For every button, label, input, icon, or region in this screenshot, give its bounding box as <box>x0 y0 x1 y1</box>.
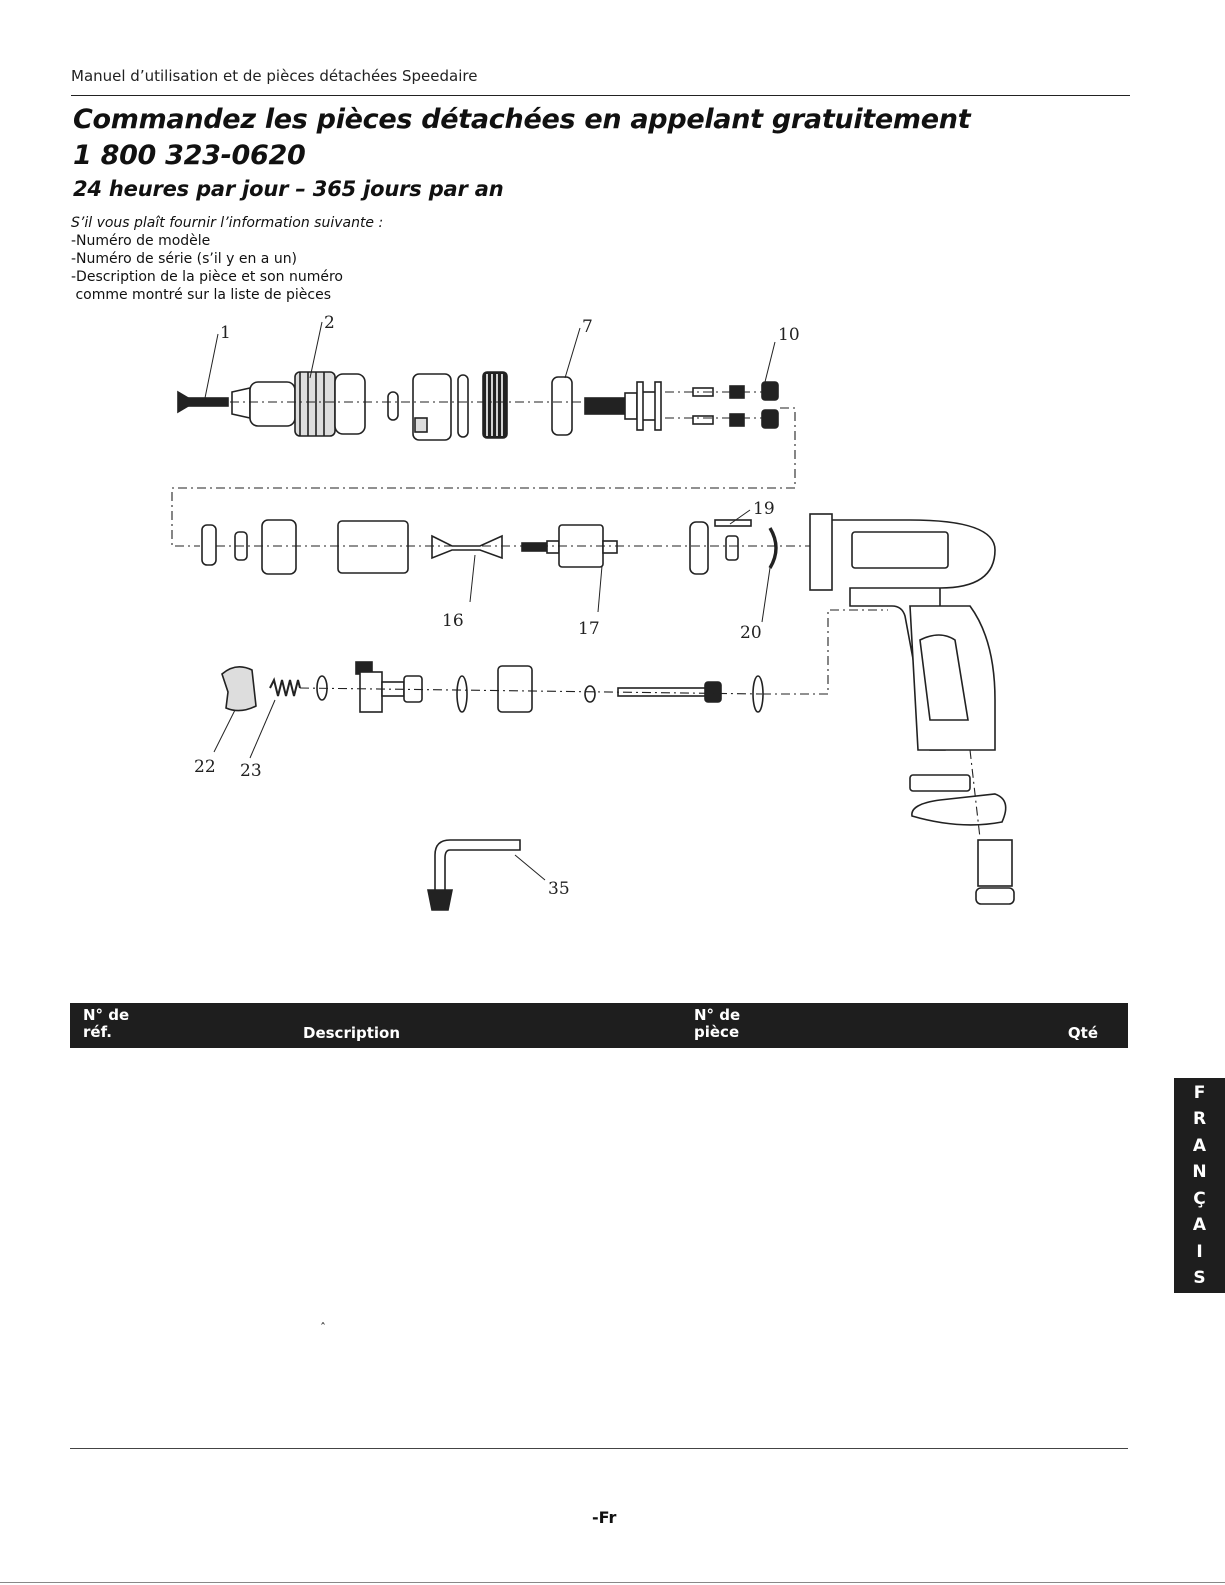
pin-part <box>714 519 752 527</box>
language-tab-letter: Ç <box>1193 1188 1206 1209</box>
threaded-ring-part <box>482 371 508 439</box>
callout-label: 17 <box>578 619 600 639</box>
chuck-part <box>231 371 366 437</box>
column-header-quantity: Qté <box>1067 1024 1098 1042</box>
page-number: -Fr <box>592 1508 617 1527</box>
page-title: Commandez les pièces détachées en appela… <box>73 102 971 174</box>
rear-spacer-part <box>725 535 739 561</box>
language-tab-letter: A <box>1192 1215 1207 1235</box>
spring-part <box>269 677 301 697</box>
column-header-ref-line1: N° de <box>83 1006 130 1024</box>
callout-label: 16 <box>442 611 464 631</box>
language-tab-letter: N <box>1192 1162 1207 1182</box>
callout-label: 22 <box>194 757 216 777</box>
valve-part <box>355 661 423 713</box>
ring-part <box>457 374 469 438</box>
info-lead: S’il vous plaît fournir l’information su… <box>71 215 384 231</box>
screw-part <box>177 390 229 414</box>
callout-label: 20 <box>740 623 762 643</box>
spindle-part <box>584 381 662 431</box>
vane-set-part <box>431 534 503 560</box>
trigger-part <box>221 666 257 712</box>
washer-part <box>387 391 399 421</box>
language-tab-letter: S <box>1193 1268 1206 1288</box>
callout-label: 23 <box>240 761 262 781</box>
page-edge-rule <box>0 1582 1225 1583</box>
info-item: -Numéro de série (s’il y en a un) <box>71 251 298 267</box>
end-plate-part <box>261 519 297 575</box>
title-line-1: Commandez les pièces détachées en appela… <box>73 104 971 135</box>
info-block: S’il vous plaît fournir l’information su… <box>71 214 383 304</box>
assembly-path <box>299 687 763 695</box>
bearing-part <box>551 376 573 436</box>
cylinder-part <box>337 520 409 574</box>
exploded-parts-diagram: 1 2 7 10 19 16 17 20 22 23 35 <box>171 313 1015 911</box>
column-header-ref: N° de réf. <box>83 1007 129 1041</box>
language-tab-letter: F <box>1193 1082 1206 1103</box>
language-tab-letter: A <box>1192 1135 1207 1156</box>
gear-housing-part <box>412 373 452 441</box>
leader-lines <box>204 321 776 881</box>
language-tab-letter: R <box>1192 1109 1207 1129</box>
callout-label: 2 <box>324 313 335 333</box>
column-header-part-number: N° de pièce <box>694 1007 740 1041</box>
parts-table-header: N° de réf. Description N° de pièce Qté <box>70 1003 1128 1048</box>
o-ring-part <box>584 685 596 703</box>
page-subtitle: 24 heures par jour – 365 jours par an <box>73 177 504 201</box>
rear-bearing-part <box>689 521 709 575</box>
column-header-part-line2: pièce <box>694 1023 740 1041</box>
tool-housing <box>809 513 1015 905</box>
assembly-path <box>762 609 981 839</box>
callout-label: 35 <box>548 879 570 899</box>
o-ring-part <box>456 675 468 713</box>
callout-label: 10 <box>778 325 800 345</box>
column-header-ref-line2: réf. <box>83 1023 112 1041</box>
callout-label: 19 <box>753 499 775 519</box>
info-item: comme montré sur la liste de pièces <box>71 287 331 303</box>
callout-label: 7 <box>582 317 593 337</box>
planet-pin-set <box>692 381 779 429</box>
stray-mark: ˆ <box>320 1321 326 1335</box>
phone-number: 1 800 323-0620 <box>73 140 306 171</box>
header-rule <box>71 95 1130 96</box>
column-header-description: Description <box>303 1024 401 1042</box>
chuck-key-part <box>427 839 521 911</box>
info-item: -Numéro de modèle <box>71 233 211 249</box>
valve-sleeve-part <box>497 665 533 713</box>
bearing-part <box>201 524 217 566</box>
retaining-ring-part <box>768 527 778 569</box>
language-tab-letter: I <box>1196 1241 1203 1262</box>
footer-rule <box>70 1448 1128 1449</box>
running-title: Manuel d’utilisation et de pièces détach… <box>71 67 478 85</box>
info-item: -Description de la pièce et son numéro <box>71 269 344 285</box>
column-header-part-line1: N° de <box>694 1006 741 1024</box>
assembly-path <box>171 391 796 547</box>
language-tab: F R A N Ç A I S <box>1174 1078 1225 1293</box>
valve-stem-part <box>617 681 722 703</box>
callout-label: 1 <box>220 323 231 343</box>
